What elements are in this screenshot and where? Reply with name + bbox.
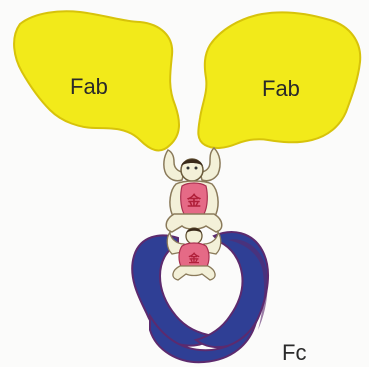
upper-figure-right-arm (200, 148, 220, 181)
upper-figure-left-arm (164, 150, 184, 181)
upper-figure-glyph: 金 (186, 193, 202, 210)
lower-figure-legs (173, 266, 215, 280)
upper-figure: 金 (164, 148, 222, 232)
fc-label: Fc (282, 340, 306, 365)
fab-right-label: Fab (262, 76, 300, 101)
fab-left-label: Fab (70, 74, 108, 99)
lower-figure-glyph: 金 (188, 251, 201, 265)
upper-figure-eye-right (195, 167, 198, 170)
upper-figure-eye-left (187, 167, 190, 170)
